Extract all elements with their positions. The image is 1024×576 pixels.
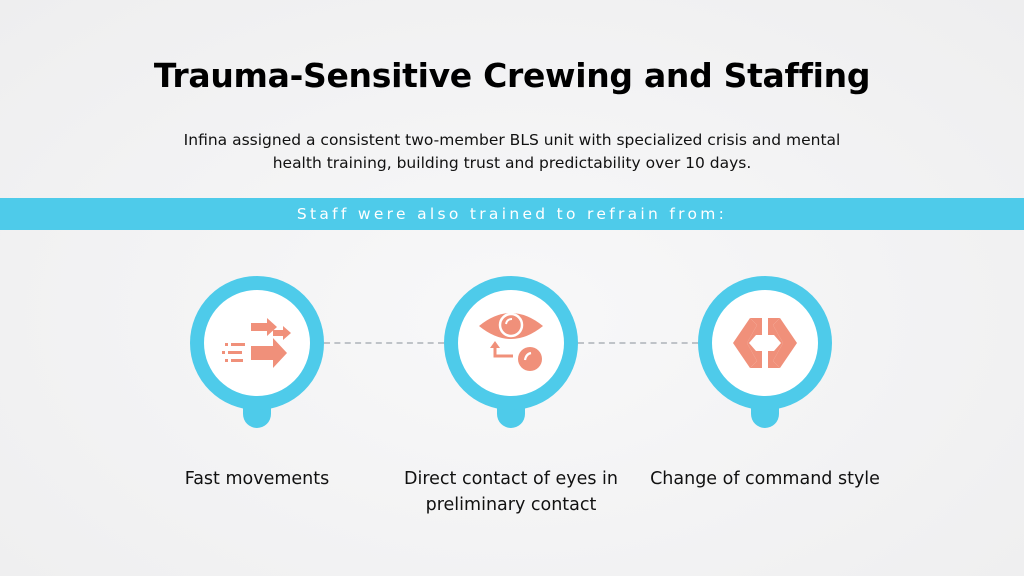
page-subtitle: Infina assigned a consistent two-member … — [183, 131, 841, 172]
pin-eye-contact — [444, 276, 578, 430]
pin-inner — [712, 290, 818, 396]
pin-inner — [458, 290, 564, 396]
eye-contact-icon — [479, 312, 543, 371]
fast-arrows-icon — [222, 318, 291, 368]
item-label: Direct contact of eyes in preliminary co… — [404, 469, 618, 515]
pin-inner — [204, 290, 310, 396]
pin-command-style — [698, 276, 832, 430]
page-title: Trauma-Sensitive Crewing and Staffing — [153, 56, 871, 95]
pin-fast-movements — [190, 276, 324, 430]
dashed-connector — [578, 342, 698, 344]
item-label: Change of command style — [650, 469, 880, 489]
change-direction-icon — [733, 318, 797, 368]
banner: Staff were also trained to refrain from: — [0, 198, 1024, 230]
item-label: Fast movements — [184, 469, 330, 489]
dashed-connector — [324, 342, 444, 344]
banner-text: Staff were also trained to refrain from: — [296, 205, 728, 223]
